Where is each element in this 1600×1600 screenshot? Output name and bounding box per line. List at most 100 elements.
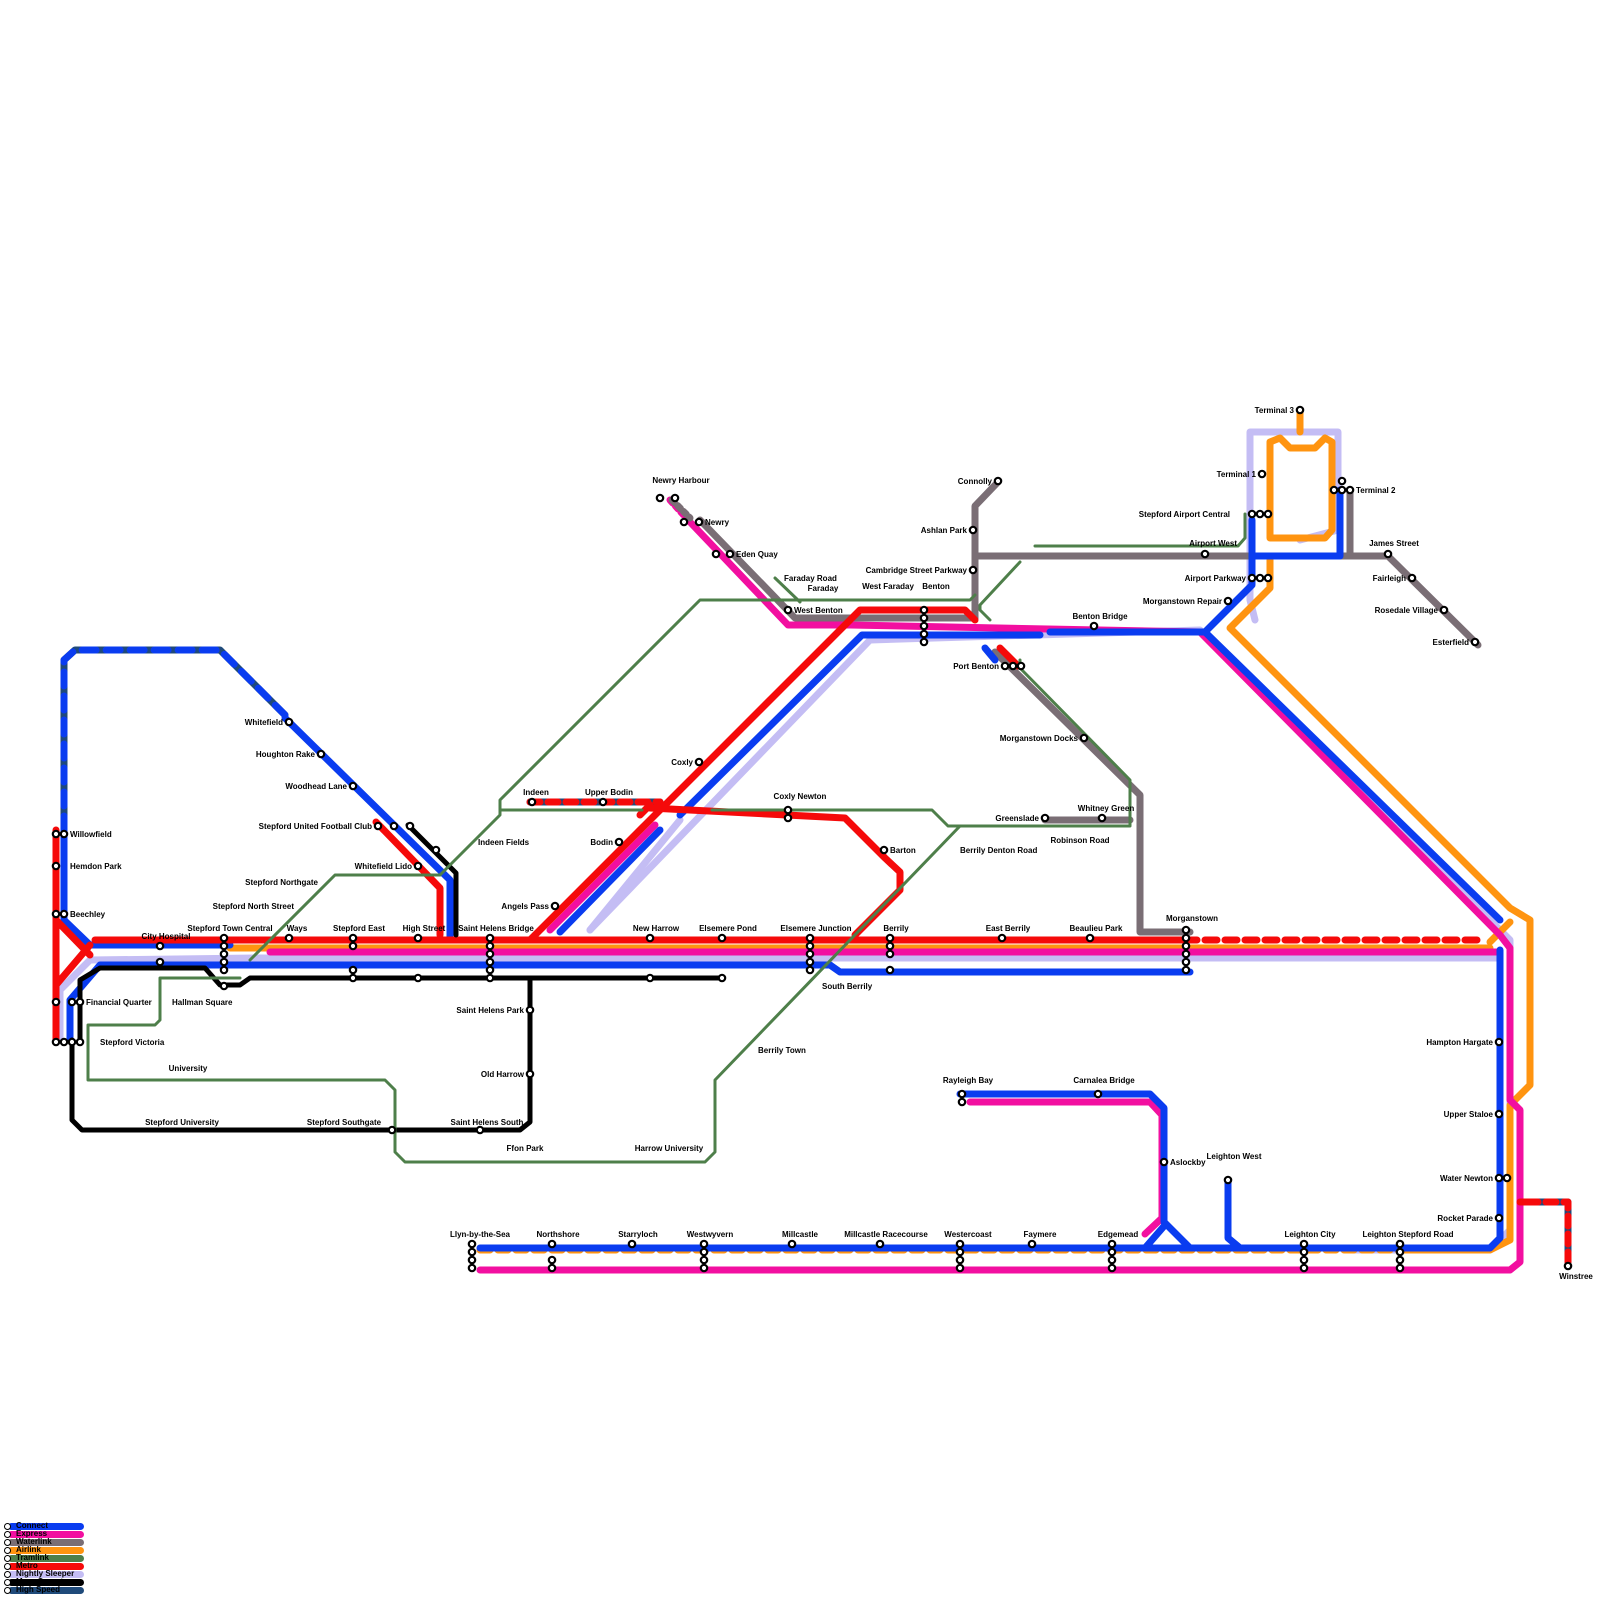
station-marker-edgemead[interactable] [1107,1247,1117,1257]
station-marker-high-street[interactable] [413,973,423,983]
station-marker-starryloch[interactable] [627,1239,637,1249]
station-marker-terminal-2[interactable] [1337,476,1347,486]
station-label-greenslade[interactable]: Greenslade [995,814,1039,823]
station-label-edgemead[interactable]: Edgemead [1098,1230,1139,1239]
station-marker-carnalea-bridge[interactable] [1093,1089,1103,1099]
station-label-coxly[interactable]: Coxly [671,758,693,767]
station-label-whitefield-lido[interactable]: Whitefield Lido [355,862,412,871]
line-tramlink[interactable] [86,512,1247,1164]
station-marker-whitefield[interactable] [284,717,294,727]
station-marker-port-benton[interactable] [1008,661,1018,671]
station-marker-stepford-east[interactable] [348,941,358,951]
station-marker-edgemead[interactable] [1107,1263,1117,1273]
station-marker-benton[interactable] [919,605,929,615]
station-marker-berrily[interactable] [885,965,895,975]
station-marker-woodhead-lane[interactable] [348,781,358,791]
station-label-stepford-united-football-club[interactable]: Stepford United Football Club [259,822,372,831]
station-label-aslockby[interactable]: Aslockby [1170,1158,1206,1167]
station-label-saint-helens-park[interactable]: Saint Helens Park [456,1006,524,1015]
station-label-university[interactable]: University [169,1064,208,1073]
station-marker-leighton-stepford-road[interactable] [1395,1239,1405,1249]
station-label-esterfield[interactable]: Esterfield [1433,638,1470,647]
station-marker-old-harrow[interactable] [525,1069,535,1079]
station-marker-elsemere-junction[interactable] [805,933,815,943]
station-marker-millcastle-racecourse[interactable] [875,1239,885,1249]
station-label-upper-staloe[interactable]: Upper Staloe [1444,1110,1494,1119]
station-label-robinson-road[interactable]: Robinson Road [1050,836,1109,845]
station-marker-east-berrily[interactable] [997,933,1007,943]
station-marker-elsemere-junction[interactable] [805,957,815,967]
station-marker-rocket-parade[interactable] [1494,1213,1504,1223]
station-marker-westercoast[interactable] [955,1247,965,1257]
station-marker-bodin[interactable] [614,837,624,847]
station-label-airport-parkway[interactable]: Airport Parkway [1185,574,1247,583]
station-marker-westercoast[interactable] [955,1239,965,1249]
station-marker-llyn-by-the-sea[interactable] [467,1239,477,1249]
station-marker-stepford-victoria[interactable] [75,1037,85,1047]
station-marker-airport-west[interactable] [1200,549,1210,559]
station-marker-berrily[interactable] [885,941,895,951]
station-label-ashlan-park[interactable]: Ashlan Park [921,526,968,535]
station-marker-hampton-hargate[interactable] [1494,1037,1504,1047]
station-label-carnalea-bridge[interactable]: Carnalea Bridge [1073,1076,1135,1085]
station-marker-stepford-town-central[interactable] [219,981,229,991]
station-marker-morganstown[interactable] [1181,941,1191,951]
station-marker-coxly-newton[interactable] [783,805,793,815]
station-label-airport-west[interactable]: Airport West [1189,539,1237,548]
station-marker-saint-helens-south[interactable] [475,1125,485,1135]
station-marker-leighton-stepford-road[interactable] [1395,1255,1405,1265]
station-marker-whitney-green[interactable] [1097,813,1107,823]
station-marker-elsemere-pond[interactable] [717,973,727,983]
station-marker-new-harrow[interactable] [645,933,655,943]
station-marker-ashlan-park[interactable] [968,525,978,535]
station-label-newry[interactable]: Newry [705,518,730,527]
station-label-james-street[interactable]: James Street [1369,539,1419,548]
station-marker-greenslade[interactable] [1040,813,1050,823]
station-label-fairleigh[interactable]: Fairleigh [1373,574,1406,583]
station-marker-northshore[interactable] [547,1263,557,1273]
station-marker-stepford-united-football-club[interactable] [373,821,383,831]
station-marker-angels-pass[interactable] [550,901,560,911]
station-marker-newry[interactable] [679,517,689,527]
station-marker-stepford-town-central[interactable] [219,933,229,943]
station-marker-stepford-east[interactable] [348,973,358,983]
station-marker-benton[interactable] [919,621,929,631]
station-label-morganstown-docks[interactable]: Morganstown Docks [1000,734,1079,743]
station-marker-saint-helens-bridge[interactable] [485,941,495,951]
station-marker-leighton-stepford-road[interactable] [1395,1247,1405,1257]
station-marker-leighton-west[interactable] [1223,1175,1233,1185]
station-marker-millcastle[interactable] [787,1239,797,1249]
station-marker-port-benton[interactable] [1000,661,1010,671]
station-label-newry-harbour[interactable]: Newry Harbour [652,476,709,485]
station-marker-stepford-victoria[interactable] [51,1037,61,1047]
station-marker-saint-helens-bridge[interactable] [485,973,495,983]
station-marker-leighton-city[interactable] [1299,1247,1309,1257]
station-label-benton[interactable]: Benton [922,582,950,591]
station-label-leighton-west[interactable]: Leighton West [1207,1152,1262,1161]
station-marker-beaulieu-park[interactable] [1085,933,1095,943]
station-marker-connolly[interactable] [993,476,1003,486]
station-label-llyn-by-the-sea[interactable]: Llyn-by-the-Sea [450,1230,511,1239]
station-marker-upper-staloe[interactable] [1494,1109,1504,1119]
station-label-stepford-east[interactable]: Stepford East [333,924,385,933]
station-marker-newry-harbour[interactable] [655,493,665,503]
station-marker-eden-quay[interactable] [711,549,721,559]
station-marker-stepford-town-central[interactable] [219,957,229,967]
station-label-terminal-2[interactable]: Terminal 2 [1356,486,1396,495]
station-label-east-berrily[interactable]: East Berrily [986,924,1031,933]
station-marker-elsemere-junction[interactable] [805,941,815,951]
station-marker-llyn-by-the-sea[interactable] [467,1247,477,1257]
station-marker-saint-helens-park[interactable] [525,1005,535,1015]
station-marker-berrily[interactable] [885,949,895,959]
station-label-faraday[interactable]: Faraday [808,584,839,593]
station-marker-aslockby[interactable] [1159,1157,1169,1167]
station-label-leighton-city[interactable]: Leighton City [1284,1230,1336,1239]
station-label-hemdon-park[interactable]: Hemdon Park [70,862,122,871]
station-marker-upper-bodin[interactable] [598,797,608,807]
station-marker-benton[interactable] [919,613,929,623]
station-marker-westwyvern[interactable] [699,1255,709,1265]
station-marker-rayleigh-bay[interactable] [957,1097,967,1107]
station-label-terminal-3[interactable]: Terminal 3 [1255,406,1295,415]
station-label-high-street[interactable]: High Street [403,924,446,933]
station-marker-northshore[interactable] [547,1255,557,1265]
